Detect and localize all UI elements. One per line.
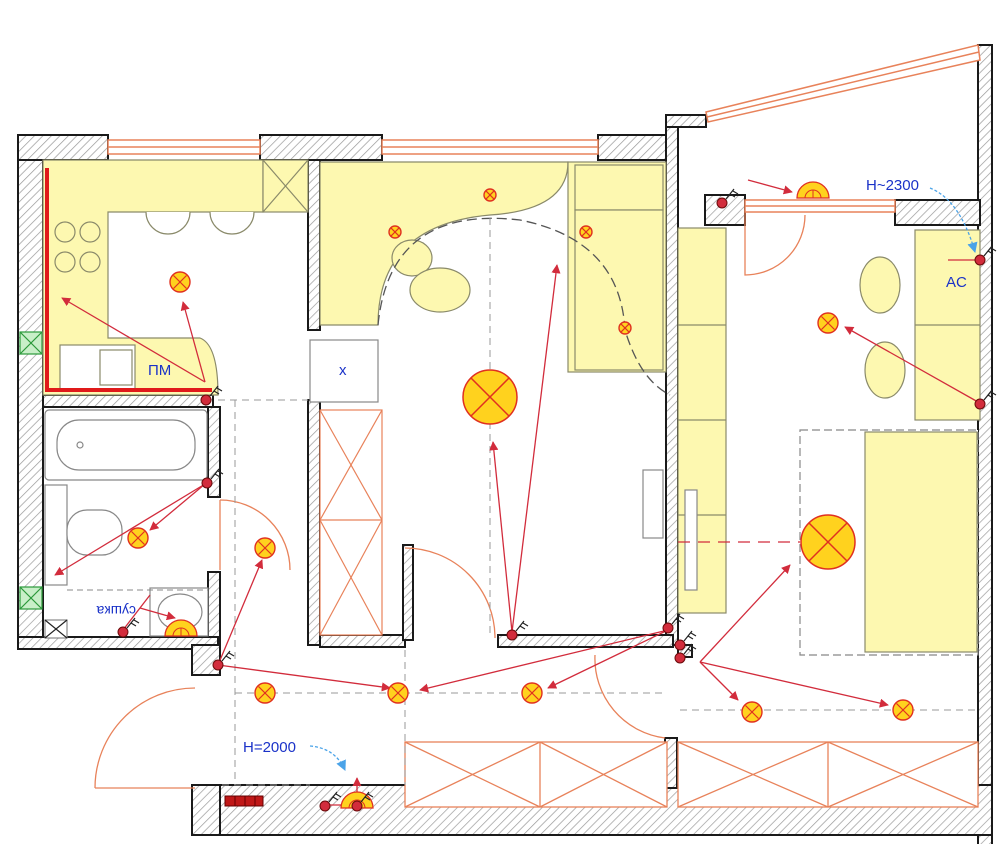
ceiling-light-icon	[254, 682, 276, 704]
switches	[117, 188, 997, 812]
switch-icon	[200, 385, 223, 406]
label-ac: AC	[946, 274, 967, 291]
ceiling-light-icon	[579, 225, 593, 239]
pendant-light-icon	[800, 514, 856, 570]
vent-markers	[19, 331, 43, 610]
switch-icon	[674, 630, 697, 651]
label-h2300: H~2300	[866, 177, 919, 194]
ceiling-light-icon	[521, 682, 543, 704]
ceiling-light-icon	[387, 682, 409, 704]
bed-dashed-arc	[377, 217, 671, 396]
label-sushka: сушка	[96, 603, 136, 619]
bathroom-fixtures	[44, 409, 209, 639]
switch-icon	[117, 617, 140, 638]
wall-sconce-icon	[164, 619, 198, 637]
ceiling-light-icon	[169, 271, 191, 293]
switch-icon	[351, 791, 374, 812]
ceiling-light-icon	[254, 537, 276, 559]
ceiling-light-icon	[741, 701, 763, 723]
right-room-furniture	[677, 227, 981, 656]
switch-icon	[506, 620, 529, 641]
switch-icon	[201, 468, 224, 489]
label-leaders	[309, 187, 978, 771]
wiring	[54, 179, 979, 806]
switch-icon	[716, 188, 739, 209]
switch-icon	[319, 791, 342, 812]
windows	[107, 44, 981, 213]
ceiling-light-icon	[483, 188, 497, 202]
corridor-wardrobe	[404, 741, 979, 808]
middle-room-furniture	[319, 161, 667, 636]
ceiling-light-icon	[817, 312, 839, 334]
switch-icon	[662, 613, 685, 634]
doors	[94, 210, 806, 789]
socket-icon	[974, 245, 997, 266]
label-x: x	[339, 362, 347, 379]
shaft	[309, 339, 379, 403]
wall-sconce-icon	[340, 791, 374, 809]
label-pm: ПМ	[148, 362, 171, 379]
wall-sconce-icon	[796, 181, 830, 199]
switch-icon	[974, 389, 997, 410]
heating-line	[45, 168, 212, 392]
ceiling-light-icon	[892, 699, 914, 721]
radiator	[224, 795, 264, 807]
guide-lines	[218, 218, 978, 786]
switch-icon	[674, 643, 697, 664]
pendant-light-icon	[462, 369, 518, 425]
ceiling-light-icon	[618, 321, 632, 335]
ceiling-lights	[127, 188, 914, 723]
ceiling-light-icon	[127, 527, 149, 549]
ceiling-light-icon	[388, 225, 402, 239]
switch-icon	[212, 650, 235, 671]
label-h2000: H=2000	[243, 739, 296, 756]
kitchen-furniture	[42, 159, 309, 396]
